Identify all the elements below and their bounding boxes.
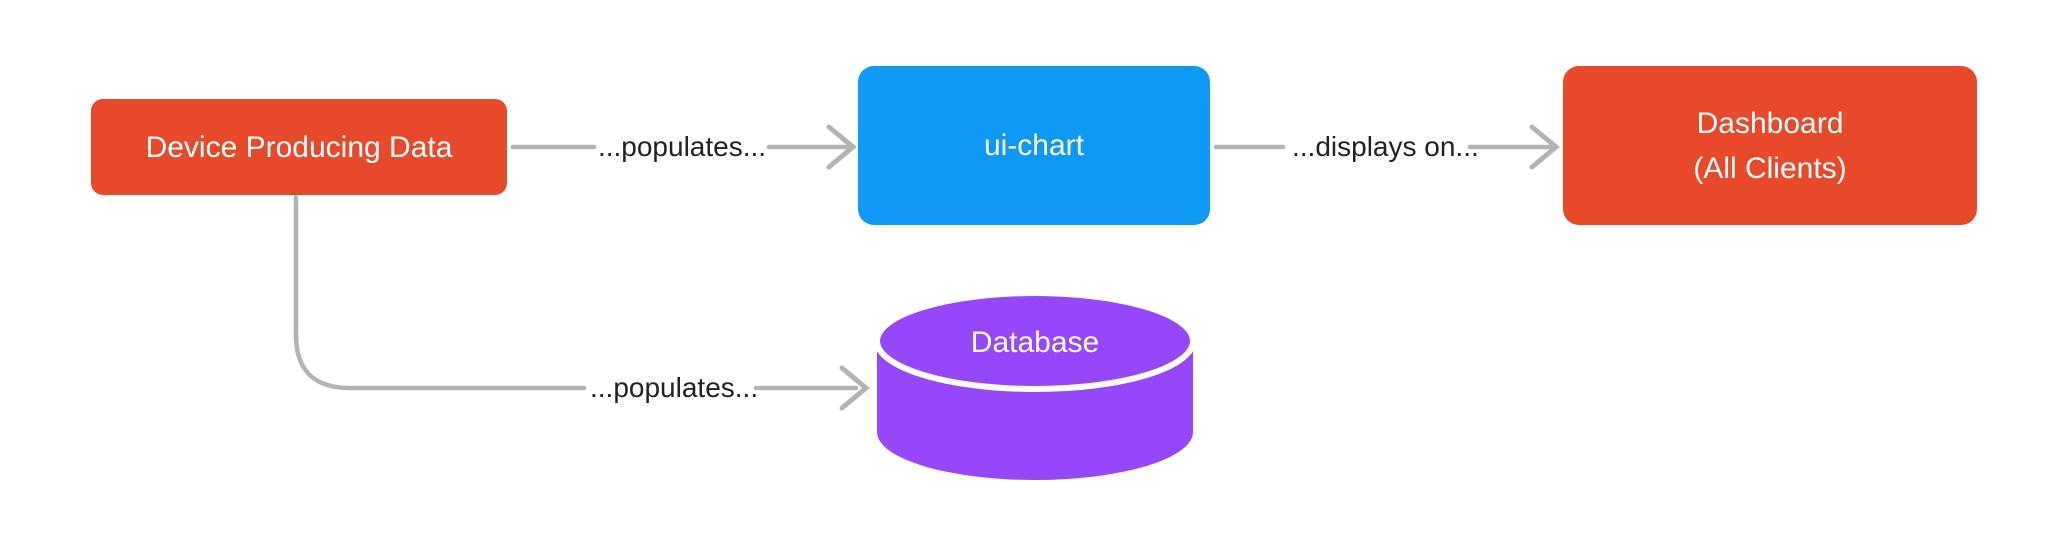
node-device-producing-data: Device Producing Data <box>91 99 507 195</box>
edge-device-to-uichart <box>510 124 857 170</box>
cylinder-body <box>877 341 1193 480</box>
arrowhead-icon <box>826 124 857 170</box>
node-dashboard-label-line1: Dashboard <box>1696 106 1844 140</box>
edge-device-to-database <box>293 194 870 411</box>
arrowhead-icon <box>1529 124 1560 170</box>
node-device-label: Device Producing Data <box>145 130 453 164</box>
arrowhead-icon <box>839 365 870 411</box>
node-ui-chart-label: ui-chart <box>983 129 1085 162</box>
node-dashboard: Dashboard (All Clients) <box>1563 66 1977 225</box>
edge-label-populates-bottom: ...populates... <box>590 372 759 403</box>
edge-label-populates-top: ...populates... <box>597 131 767 162</box>
node-ui-chart: ui-chart <box>858 66 1210 225</box>
database-cylinder-shape <box>874 290 1196 480</box>
edge-uichart-to-dashboard <box>1213 124 1560 170</box>
edge-elbow-line <box>293 194 587 391</box>
edge-label-displays-on: ...displays on... <box>1292 131 1479 162</box>
node-dashboard-label-line2: (All Clients) <box>1693 151 1847 185</box>
cylinder-top <box>874 290 1196 392</box>
node-database-label: Database <box>970 326 1100 359</box>
